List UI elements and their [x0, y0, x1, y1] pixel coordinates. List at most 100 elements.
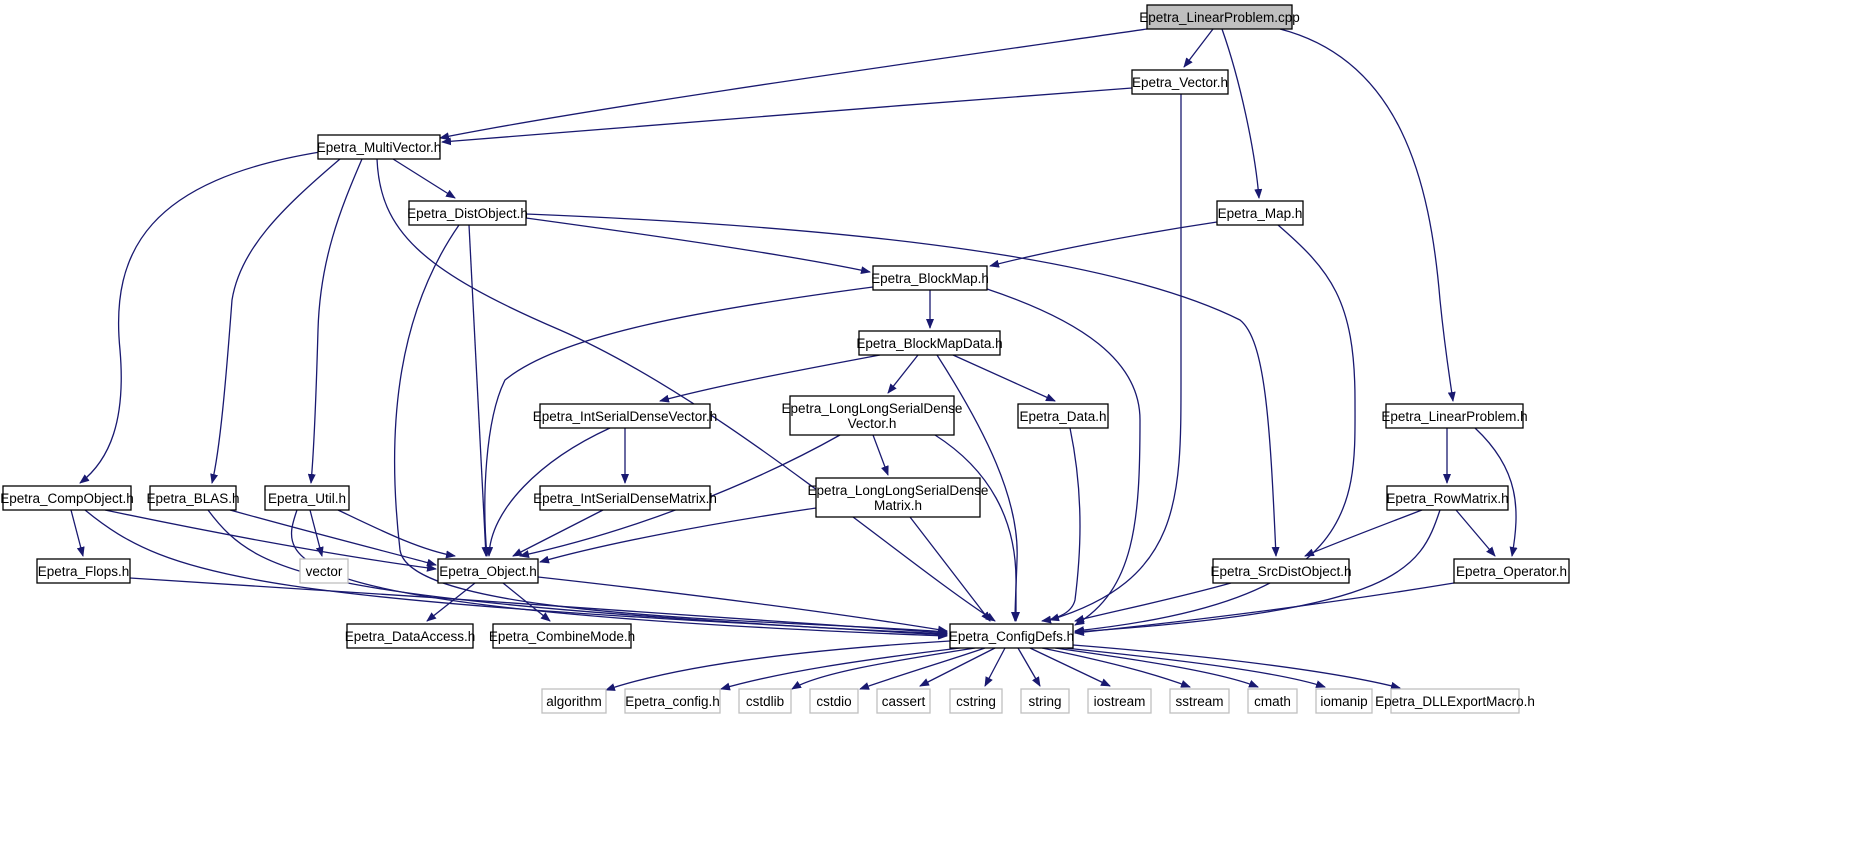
node-epetra-data-h[interactable]: Epetra_Data.h [1017, 403, 1109, 429]
node-box [1453, 558, 1570, 584]
node-label: Epetra_BLAS.h [146, 491, 239, 506]
edge-n7-to-n19 [485, 427, 611, 557]
node-label: Epetra_Operator.h [1456, 564, 1567, 579]
node-cstdlib: cstdlib [738, 688, 792, 714]
node-label: Epetra_DLLExportMacro.h [1375, 694, 1535, 709]
edge-n12-to-n19 [229, 509, 437, 567]
node-label: iomanip [1320, 694, 1367, 709]
node-epetra-distobject-h[interactable]: Epetra_DistObject.h [407, 200, 528, 226]
edge-n3-to-n19 [468, 224, 490, 557]
edge-n24-to-n25 [605, 640, 951, 691]
node-label: Epetra_LongLongSerialDense [808, 483, 989, 498]
edge-n5-to-n19 [482, 286, 874, 557]
node-iomanip: iomanip [1315, 688, 1373, 714]
edge-n19-to-n22 [426, 582, 476, 622]
edge-n14-to-n19 [512, 509, 604, 557]
edge-n8-to-n15 [872, 434, 889, 476]
node-label: Epetra_Flops.h [38, 564, 130, 579]
edge-n24-to-n33 [1041, 647, 1191, 688]
node-label: cstdio [816, 694, 851, 709]
node-vector: vector [299, 558, 349, 584]
node-box [149, 485, 237, 511]
edge-n17-to-n24 [129, 577, 948, 637]
edge-n19-to-n24 [537, 576, 948, 634]
node-epetra-operator-h[interactable]: Epetra_Operator.h [1453, 558, 1570, 584]
node-epetra-intserialdensematrix-h[interactable]: Epetra_IntSerialDenseMatrix.h [533, 485, 717, 511]
node-box [809, 688, 859, 714]
edge-n3-to-n5 [525, 217, 871, 275]
node-epetra-srcdistobject-h[interactable]: Epetra_SrcDistObject.h [1210, 558, 1352, 584]
node-epetra-configdefs-h[interactable]: Epetra_ConfigDefs.h [949, 623, 1074, 649]
node-label: Epetra_IntSerialDenseVector.h [533, 409, 718, 424]
node-box [264, 485, 350, 511]
edge-n0-to-n1 [1183, 28, 1214, 68]
node-box [36, 558, 131, 584]
edge-n16-to-n21 [1455, 509, 1496, 557]
node-box [815, 477, 981, 518]
node-epetra-combinemode-h[interactable]: Epetra_CombineMode.h [489, 623, 635, 649]
node-label: Epetra_BlockMap.h [871, 271, 989, 286]
node-epetra-rowmatrix-h[interactable]: Epetra_RowMatrix.h [1386, 485, 1509, 511]
edge-n10-to-n21 [1474, 427, 1518, 557]
node-box [437, 558, 539, 584]
edge-n24-to-n36 [1072, 644, 1401, 690]
edge-n0-to-n2 [439, 28, 1148, 141]
node-box [789, 395, 955, 436]
node-label: string [1028, 694, 1061, 709]
edge-n5-to-n24 [986, 288, 1141, 626]
node-label: Epetra_config.h [625, 694, 720, 709]
edge-n11-to-n24 [84, 509, 948, 638]
node-box [541, 688, 607, 714]
edge-n24-to-n31 [1017, 647, 1041, 687]
node-epetra-vector-h[interactable]: Epetra_Vector.h [1131, 69, 1229, 95]
node-label: Epetra_RowMatrix.h [1386, 491, 1508, 506]
edge-n0-to-n4 [1221, 28, 1263, 199]
node-label: cstdlib [746, 694, 784, 709]
node-box [1385, 403, 1524, 429]
node-box [539, 485, 711, 511]
edge-n6-to-n9 [952, 354, 1056, 402]
edge-n2-to-n12 [210, 158, 341, 484]
edge-n6-to-n7 [659, 354, 881, 403]
node-box [408, 200, 527, 226]
node-epetra-object-h[interactable]: Epetra_Object.h [437, 558, 539, 584]
node-label: Epetra_Object.h [439, 564, 537, 579]
node-epetra-dataaccess-h[interactable]: Epetra_DataAccess.h [345, 623, 476, 649]
node-epetra-compobject-h[interactable]: Epetra_CompObject.h [0, 485, 134, 511]
edge-n11-to-n17 [70, 509, 85, 557]
node-epetra-intserialdensevector-h[interactable]: Epetra_IntSerialDenseVector.h [533, 403, 718, 429]
edge-n15-to-n24 [909, 516, 991, 622]
node-epetra-linearproblem-h[interactable]: Epetra_LinearProblem.h [1381, 403, 1528, 429]
node-box [1146, 4, 1293, 30]
node-epetra-blockmapdata-h[interactable]: Epetra_BlockMapData.h [856, 330, 1003, 356]
node-label: Epetra_SrcDistObject.h [1210, 564, 1351, 579]
node-label: Epetra_LinearProblem.h [1381, 409, 1527, 424]
node-iostream: iostream [1087, 688, 1152, 714]
node-box [1131, 69, 1229, 95]
node-label: Epetra_Data.h [1019, 409, 1106, 424]
node-epetra-multivector-h[interactable]: Epetra_MultiVector.h [317, 134, 442, 160]
node-sstream: sstream [1169, 688, 1230, 714]
edge-n2-to-n24 [376, 158, 996, 622]
node-cassert: cassert [876, 688, 931, 714]
edge-n20-to-n24 [1074, 582, 1232, 623]
node-label: Matrix.h [874, 498, 922, 513]
node-epetra-blas-h[interactable]: Epetra_BLAS.h [146, 485, 240, 511]
node-epetra-util-h[interactable]: Epetra_Util.h [264, 485, 350, 511]
edge-n0-to-n10 [1279, 28, 1456, 402]
node-epetra-map-h[interactable]: Epetra_Map.h [1216, 200, 1304, 226]
node-label: cassert [882, 694, 926, 709]
node-label: algorithm [546, 694, 602, 709]
edge-n13-to-n18 [309, 509, 324, 557]
node-label: Vector.h [848, 416, 897, 431]
edge-n13-to-n24 [290, 509, 948, 640]
node-epetra-linearproblem-cpp[interactable]: Epetra_LinearProblem.cpp [1139, 4, 1300, 30]
edge-n9-to-n24 [1041, 427, 1081, 624]
node-box [1216, 200, 1304, 226]
edge-n16-to-n20 [1304, 509, 1423, 557]
node-epetra-flops-h[interactable]: Epetra_Flops.h [36, 558, 131, 584]
node-epetra-blockmap-h[interactable]: Epetra_BlockMap.h [871, 265, 989, 291]
